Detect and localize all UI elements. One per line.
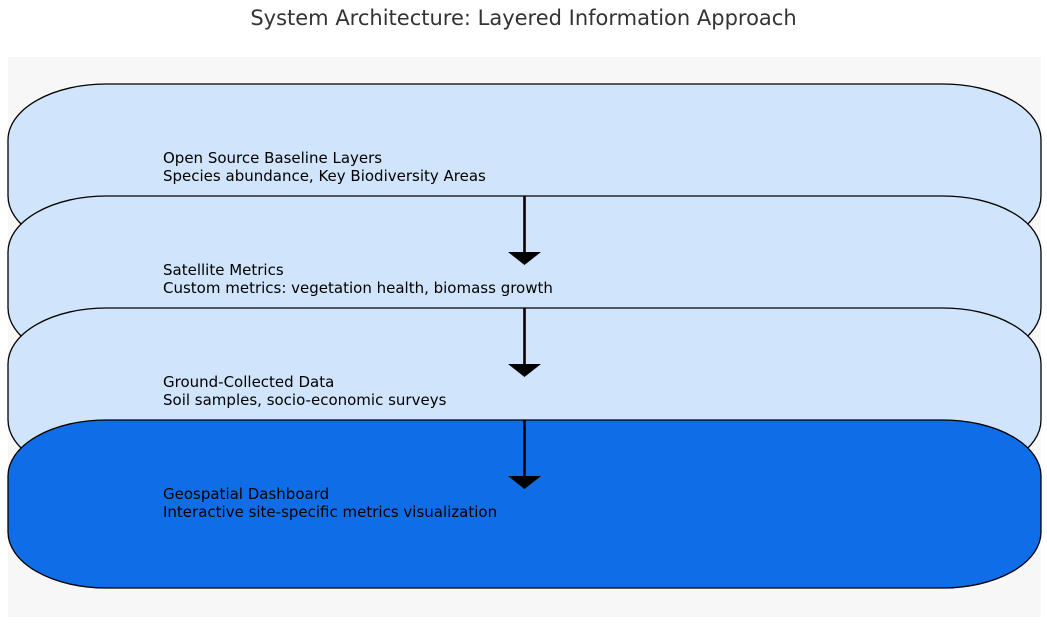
layer-label-geospatial-dashboard: Geospatial Dashboard Interactive site-sp… [163, 485, 498, 521]
layer-label-ground-collected-data: Ground-Collected Data Soil samples, soci… [163, 373, 447, 409]
layer-description: Soil samples, socio-economic surveys [163, 390, 447, 409]
layer-description: Custom metrics: vegetation health, bioma… [163, 278, 553, 297]
layer-label-satellite-metrics: Satellite Metrics Custom metrics: vegeta… [163, 261, 553, 297]
layer-description: Interactive site-specific metrics visual… [163, 502, 498, 521]
arrow-satellite-to-ground [508, 308, 541, 377]
layer-title: Ground-Collected Data [163, 373, 335, 391]
layer-title: Open Source Baseline Layers [163, 149, 383, 167]
arrow-ground-to-dashboard [508, 420, 541, 489]
diagram-title: System Architecture: Layered Information… [250, 6, 797, 30]
layer-title: Geospatial Dashboard [163, 485, 330, 503]
arrow-baseline-to-satellite [508, 196, 541, 265]
layer-title: Satellite Metrics [163, 261, 284, 279]
layer-label-open-source-baseline: Open Source Baseline Layers Species abun… [163, 149, 486, 185]
layer-description: Species abundance, Key Biodiversity Area… [163, 166, 486, 185]
